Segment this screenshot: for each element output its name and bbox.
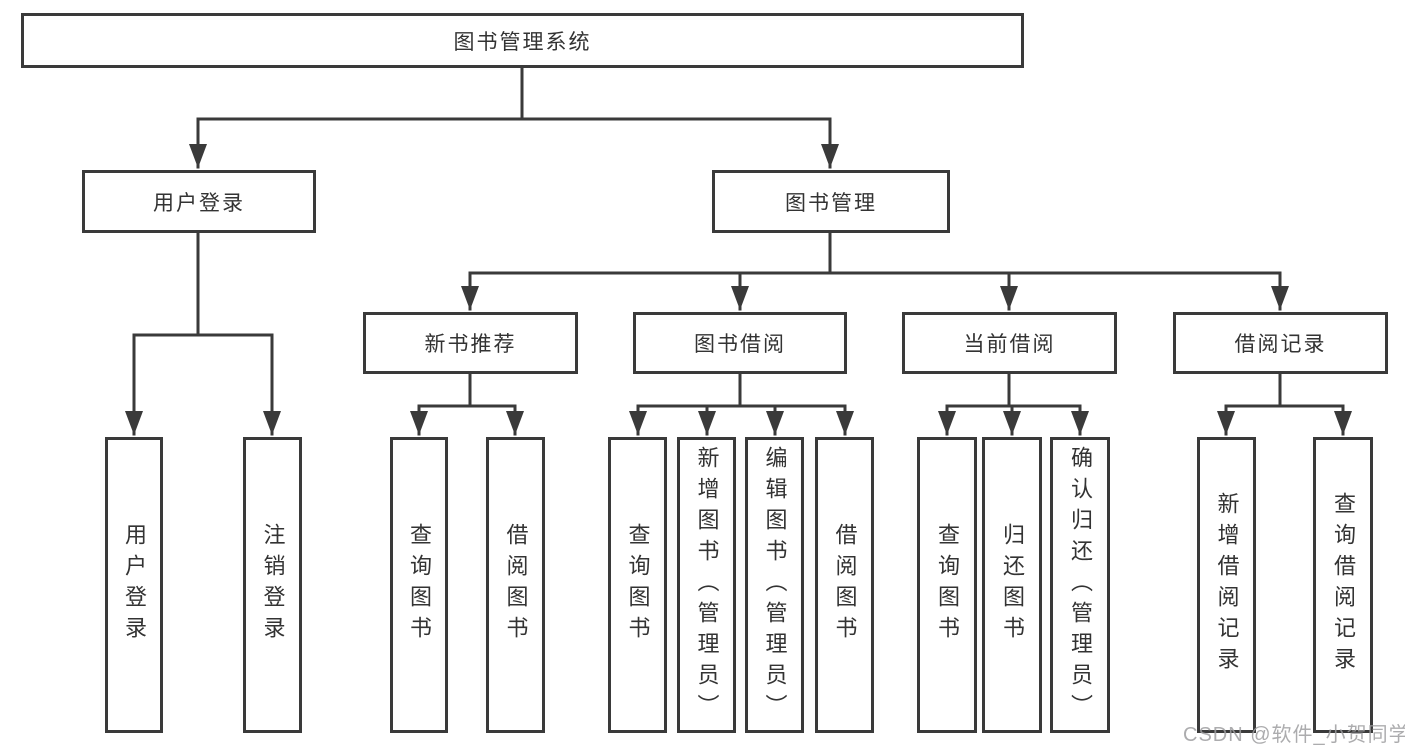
- node-borrow-records: 借阅记录: [1173, 312, 1388, 374]
- leaf-current-query-books: 查询图书: [917, 437, 977, 733]
- leaf-borrow-query-books: 查询图书: [608, 437, 667, 733]
- node-book-borrow: 图书借阅: [633, 312, 847, 374]
- node-new-book-recommend: 新书推荐: [363, 312, 578, 374]
- leaf-current-confirm-return-admin: 确认归还（管理员）: [1050, 437, 1110, 733]
- leaf-newbooks-query-books: 查询图书: [390, 437, 448, 733]
- node-user-login: 用户登录: [82, 170, 316, 233]
- connector-root-to-level2: [189, 66, 839, 169]
- leaf-newbooks-borrow-books: 借阅图书: [486, 437, 545, 733]
- connector-bookborrow-to-leaves: [629, 372, 854, 436]
- node-book-management: 图书管理: [712, 170, 950, 233]
- connector-borrowrecords-to-leaves: [1217, 372, 1352, 436]
- csdn-watermark: CSDN @软件_小贺同学: [1183, 724, 1405, 746]
- node-current-borrow: 当前借阅: [902, 312, 1117, 374]
- leaf-records-query-record: 查询借阅记录: [1313, 437, 1373, 733]
- leaf-borrow-edit-books-admin: 编辑图书（管理员）: [745, 437, 804, 733]
- node-root-library-management-system: 图书管理系统: [21, 13, 1024, 68]
- leaf-borrow-borrow-books: 借阅图书: [815, 437, 874, 733]
- connector-bookmgmt-to-level3: [461, 231, 1289, 311]
- leaf-borrow-add-books-admin: 新增图书（管理员）: [677, 437, 736, 733]
- leaf-user-login: 用户登录: [105, 437, 163, 733]
- connector-newbooks-to-leaves: [410, 372, 524, 436]
- connector-userlogin-to-leaves: [125, 231, 281, 436]
- leaf-logout: 注销登录: [243, 437, 302, 733]
- connector-currentborrow-to-leaves: [938, 372, 1089, 436]
- leaf-current-return-books: 归还图书: [982, 437, 1042, 733]
- leaf-records-add-record: 新增借阅记录: [1197, 437, 1256, 733]
